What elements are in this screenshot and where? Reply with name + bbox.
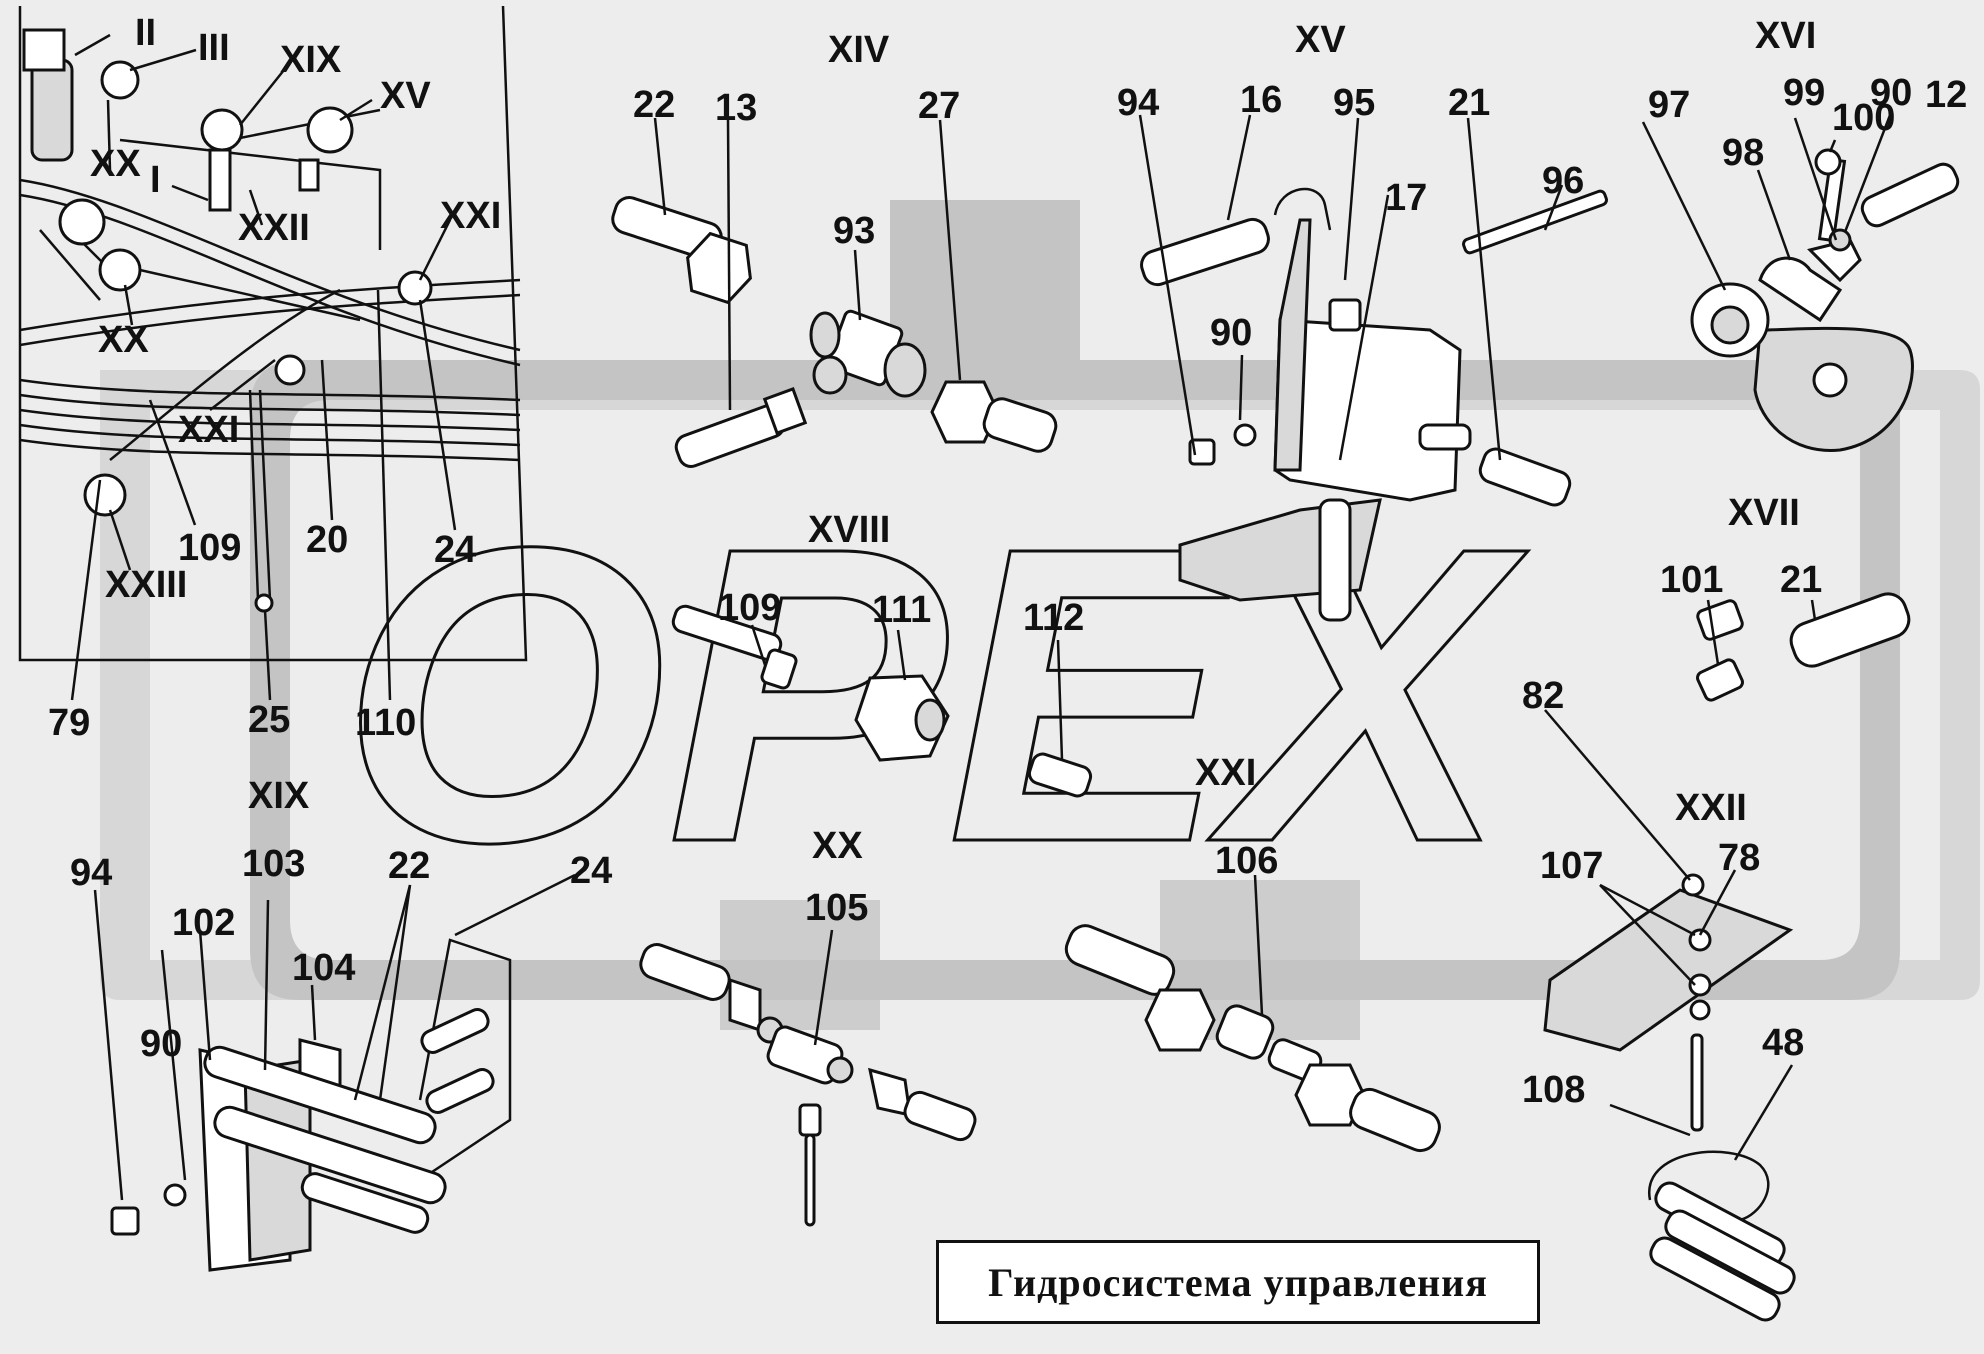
overview-inset [18, 5, 528, 701]
view-xvi-parts [1641, 109, 1960, 452]
view-xiv-parts [611, 117, 1058, 468]
part-label: 96 [1542, 160, 1584, 202]
view-label: XIV [828, 29, 890, 71]
part-label: 102 [172, 902, 235, 944]
part-label: 24 [434, 529, 476, 571]
part-label: 94 [70, 852, 112, 894]
part-label: 13 [715, 87, 757, 129]
view-label: XIX [248, 775, 310, 817]
part-label: 25 [248, 699, 290, 741]
view-xx-parts [639, 929, 977, 1227]
part-label: 110 [355, 702, 416, 744]
view-label: XV [380, 75, 431, 117]
view-label: XVIII [808, 509, 890, 551]
view-xvii-parts [1696, 592, 1911, 702]
part-label: 108 [1522, 1069, 1585, 1111]
diagram-title: Гидросистема управления [988, 1259, 1488, 1305]
part-label: 24 [570, 850, 612, 892]
part-label: 99 [1783, 72, 1825, 114]
view-label: II [135, 12, 156, 54]
part-number-labels: 109 20 24 79 25 110 22 13 93 27 94 16 95… [48, 72, 1967, 1111]
part-label: 22 [388, 845, 430, 887]
view-label: XXI [440, 195, 501, 237]
view-label: III [198, 27, 230, 69]
part-label: 104 [292, 947, 355, 989]
view-xviii-parts [671, 604, 1093, 798]
part-label: 90 [1210, 312, 1252, 354]
view-label: XXI [178, 409, 239, 451]
part-label: 98 [1722, 132, 1764, 174]
part-label: 22 [633, 84, 675, 126]
part-label: 107 [1540, 845, 1603, 887]
view-label: XX [812, 825, 863, 867]
view-label: XXII [238, 207, 310, 249]
part-label: 90 [140, 1023, 182, 1065]
part-label: 103 [242, 843, 305, 885]
part-label: 100 [1832, 97, 1895, 139]
part-label: 20 [306, 519, 348, 561]
part-label: 12 [1925, 74, 1967, 116]
view-label: XXI [1195, 752, 1256, 794]
part-label: 48 [1762, 1022, 1804, 1064]
part-label: 109 [178, 527, 241, 569]
part-label: 90 [1870, 72, 1912, 114]
part-label: 21 [1448, 82, 1490, 124]
view-label: XXIII [105, 564, 187, 606]
part-label: 21 [1780, 559, 1822, 601]
part-label: 27 [918, 85, 960, 127]
view-xxii-parts [1543, 709, 1796, 1322]
view-label: XV [1295, 19, 1346, 61]
part-label: 105 [805, 887, 868, 929]
part-label: 111 [872, 589, 931, 631]
view-label: XXII [1675, 787, 1747, 829]
view-xix-parts [93, 873, 576, 1272]
part-label: 93 [833, 210, 875, 252]
view-label: XVII [1728, 492, 1800, 534]
part-label: 112 [1023, 597, 1084, 639]
view-labels: II III XIX XV XX I XXII XXI XX XXI XXIII… [90, 12, 1816, 867]
part-label: 78 [1718, 837, 1760, 879]
part-label: 16 [1240, 79, 1282, 121]
part-label: 101 [1660, 559, 1723, 601]
view-label: I [150, 159, 161, 201]
view-label: XX [98, 319, 149, 361]
part-label: 97 [1648, 84, 1690, 126]
view-xv-parts [1138, 114, 1608, 622]
part-label: 17 [1385, 177, 1427, 219]
part-label: 109 [718, 587, 781, 629]
part-label: 106 [1215, 840, 1278, 882]
view-label: XX [90, 143, 141, 185]
part-label: 94 [1117, 82, 1159, 124]
title-box: Гидросистема управления [936, 1240, 1540, 1324]
part-label: 79 [48, 702, 90, 744]
view-xxi-parts [1064, 874, 1441, 1153]
view-label: XVI [1755, 15, 1816, 57]
view-label: XIX [280, 39, 342, 81]
part-label: 95 [1333, 82, 1375, 124]
part-label: 82 [1522, 675, 1564, 717]
